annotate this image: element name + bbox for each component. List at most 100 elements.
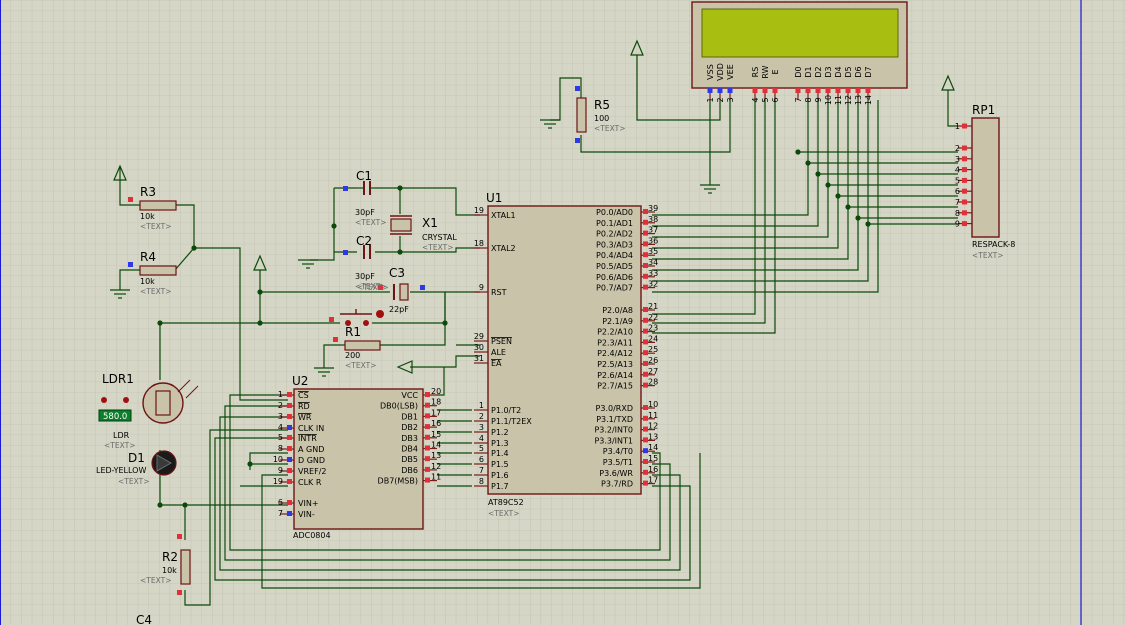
u1-left-pins: 19XTAL118XTAL29RST29PSEN30ALE31EA1P1.0/T… [474,206,532,491]
pin-marker [643,307,648,312]
lcd-pin-number: 8 [804,97,813,102]
u2-pin-name: WR [298,413,312,422]
u1-pin-number: 3 [479,423,484,432]
lcd-pin-name: VDD [716,63,725,81]
pin-marker [643,405,648,410]
r5-resistor[interactable]: R5 100 <TEXT> [575,86,625,143]
c2-text: <TEXT> [355,282,386,291]
u1-pin-number: 13 [648,432,658,441]
c3-value: 22pF [389,305,409,314]
c3-text: <TEXT> [357,283,388,292]
u2-pin-number: 13 [431,451,441,460]
lcd-pin-name: D3 [824,66,833,77]
junction-dot [855,215,861,221]
r2-text: <TEXT> [140,576,171,585]
reset-button[interactable] [329,309,384,326]
u1-pin-number: 37 [648,226,658,235]
u1-body [487,205,642,495]
rp1-pin-number: 6 [955,187,960,196]
pin-marker [643,284,648,290]
r5-text: <TEXT> [594,124,625,133]
rp1-pin-number: 2 [955,144,960,153]
lcd-pin-number: 1 [706,97,715,102]
lcd-pin-name: D4 [834,66,843,77]
rp1-text: <TEXT> [972,251,1003,260]
ldr-body [142,382,184,424]
lcd-pin-number: 6 [771,97,780,102]
r3-resistor[interactable]: R3 10k <TEXT> [128,185,177,231]
r4-resistor[interactable]: R4 10k <TEXT> [128,250,177,296]
lcd-pin-number: 11 [834,95,843,105]
lcd-pin-name: D5 [844,66,853,77]
u1-microcontroller[interactable]: U1 AT89C52 <TEXT> 19XTAL118XTAL29RST29PS… [474,191,658,518]
u1-pin-number: 11 [648,411,658,420]
pin-marker [865,88,871,93]
pin-marker [575,86,580,91]
u1-pin-name: P1.0/T2 [491,406,521,415]
pin-marker [643,263,648,268]
rp1-ref: RP1 [972,103,995,117]
pin-marker [962,167,967,173]
junction-dot [397,249,403,255]
pin-marker [425,392,430,397]
junction-dot [865,221,871,227]
ldr1-value-box[interactable] [98,409,132,422]
u2-pin-name: D GND [298,456,325,465]
ground-icon [298,259,318,269]
u1-pin-name: P1.3 [491,439,509,448]
x1-crystal[interactable]: X1 CRYSTAL <TEXT> [390,215,457,252]
pin-marker [643,382,648,388]
junction-dot [191,245,197,251]
c1-capacitor[interactable]: C1 30pF <TEXT> [343,169,386,227]
u2-pin-number: 2 [278,401,283,410]
junction-dot [805,160,811,166]
d1-led[interactable]: D1 LED-YELLOW <TEXT> [96,450,177,486]
c3-capacitor[interactable]: C3 22pF <TEXT> [357,266,425,314]
r1-resistor[interactable]: R1 200 <TEXT> [333,325,381,370]
power-terminal-icon [941,74,955,91]
r2-resistor[interactable]: R2 10k <TEXT> [140,534,191,595]
lcd-display[interactable]: VSS1VDD2VEE3RS4RW5E6D07D18D29D310D411D51… [691,1,908,105]
u1-pin-name: P2.6/A14 [597,371,633,380]
u2-pin-number: 6 [278,498,283,507]
c1-value: 30pF [355,208,375,217]
lcd-pin-name: D2 [814,66,823,77]
r4-body [139,265,177,276]
u2-pin-number: 20 [431,387,441,396]
u2-pin-name: CLK IN [298,424,324,433]
u1-pin-name: XTAL1 [491,211,516,220]
pin-marker [177,534,182,539]
u1-pin-name: P2.2/A10 [597,328,633,337]
ldr1-sensor[interactable]: LDR1 580.0 LDR <TEXT> [98,372,199,450]
r5-ref: R5 [594,98,610,112]
u2-pin-number: 1 [278,390,283,399]
u2-pin-name: DB2 [401,423,418,432]
u1-pin-number: 29 [474,332,484,341]
u1-ref: U1 [486,191,502,205]
u1-pin-number: 1 [479,401,484,410]
u1-pin-name: P3.5/T1 [603,458,633,467]
pin-marker [425,402,430,408]
c2-value: 30pF [355,272,375,281]
u1-pin-number: 28 [648,378,658,387]
u2-pin-number: 11 [431,473,441,482]
pin-marker [643,339,648,345]
pin-marker [425,445,430,451]
x1-ref: X1 [422,216,438,230]
u1-pin-name: P2.0/A8 [602,306,633,315]
u2-pin-name: VIN- [298,510,315,519]
c2-capacitor[interactable]: C2 30pF <TEXT> [343,234,386,291]
pin-marker [962,221,967,227]
u2-pin-name: DB1 [401,412,418,421]
lcd-pin-name: VSS [706,64,715,80]
pin-marker [425,424,430,430]
pin-marker [717,88,723,93]
c4-capacitor[interactable]: C4 [136,613,152,625]
rp1-body [971,117,1000,238]
u1-pin-name: P1.7 [491,482,509,491]
junctions [157,149,871,508]
u1-pin-name: P2.1/A9 [602,317,633,326]
